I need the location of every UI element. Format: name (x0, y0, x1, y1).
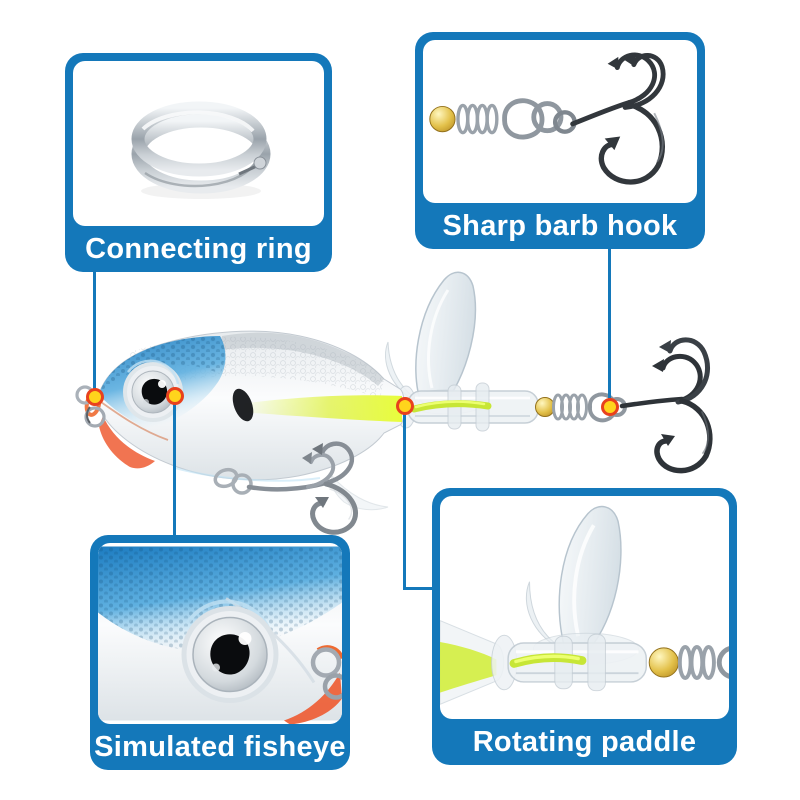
leader-line-connecting-ring (93, 270, 96, 397)
leader-line-rotating-paddle-vertical (403, 407, 406, 590)
treble-hook-illustration (429, 52, 666, 185)
callout-label: Connecting ring (85, 232, 312, 265)
blue-head (99, 336, 226, 430)
fisheye-closeup-photo (98, 543, 342, 724)
marker-dot-sharp-barb-hook (601, 398, 619, 416)
rotating-paddle-fin (385, 271, 487, 415)
paddle-closeup-photo (440, 496, 729, 719)
tail-tube (395, 382, 539, 432)
leader-line-rotating-paddle-horizontal (403, 587, 434, 590)
callout-rotating-paddle: Rotating paddle (432, 488, 737, 765)
split-ring-photo (73, 61, 324, 226)
callout-sharp-barb-hook: Sharp barb hook (415, 32, 705, 249)
chartreuse-stripe (240, 395, 402, 422)
callout-simulated-fisheye: Simulated fisheye (90, 535, 350, 770)
tail-treble-hook (619, 337, 713, 474)
paddle-illustration (440, 505, 729, 705)
belly-treble-hook (213, 441, 359, 535)
leader-line-simulated-fisheye (173, 397, 176, 537)
callout-label: Rotating paddle (472, 725, 697, 758)
marker-dot-simulated-fisheye (166, 387, 184, 405)
split-ring-illustration (131, 101, 271, 199)
marker-dot-connecting-ring (86, 388, 104, 406)
callout-connecting-ring: Connecting ring (65, 53, 332, 272)
orange-chin (99, 416, 155, 469)
fisheye-illustration (98, 546, 342, 724)
leader-line-sharp-barb-hook (608, 247, 611, 407)
spring-coil-icon (456, 103, 499, 135)
marker-dot-rotating-paddle (396, 397, 414, 415)
callout-label: Sharp barb hook (442, 209, 678, 242)
callout-label: Simulated fisheye (94, 730, 346, 763)
treble-hook-photo (423, 40, 697, 203)
pelvic-fin (331, 474, 389, 511)
lure-body (97, 330, 405, 511)
spring-coil-icon (552, 393, 588, 421)
treble-hook-icon (570, 52, 666, 185)
gill-mark (232, 388, 254, 422)
gold-bead-icon (535, 397, 555, 417)
